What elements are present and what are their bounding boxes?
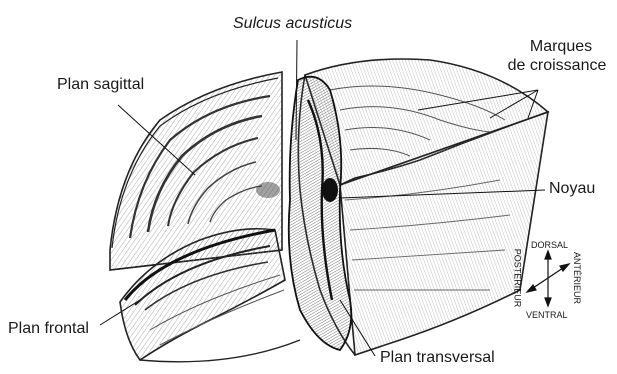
label-plan-sagittal: Plan sagittal — [57, 76, 144, 94]
compass-arrow-left — [527, 285, 536, 292]
label-plan-frontal: Plan frontal — [8, 320, 89, 338]
orientation-compass — [527, 251, 569, 306]
label-plan-transversal: Plan transversal — [380, 349, 495, 367]
label-sulcus-acusticus: Sulcus acusticus — [233, 15, 352, 33]
compass-arrow-right — [560, 264, 569, 271]
compass-anterieur: ANTÉRIEUR — [572, 252, 582, 304]
label-de-croissance: de croissance — [497, 57, 617, 75]
compass-posterieur: POSTÉRIEUR — [512, 249, 522, 308]
label-marques: Marques — [521, 38, 601, 56]
compass-arrow-up — [545, 251, 551, 259]
compass-ventral: VENTRAL — [526, 310, 568, 320]
label-noyau: Noyau — [549, 180, 595, 198]
compass-arrow-down — [545, 298, 551, 306]
compass-dorsal: DORSAL — [531, 240, 568, 250]
